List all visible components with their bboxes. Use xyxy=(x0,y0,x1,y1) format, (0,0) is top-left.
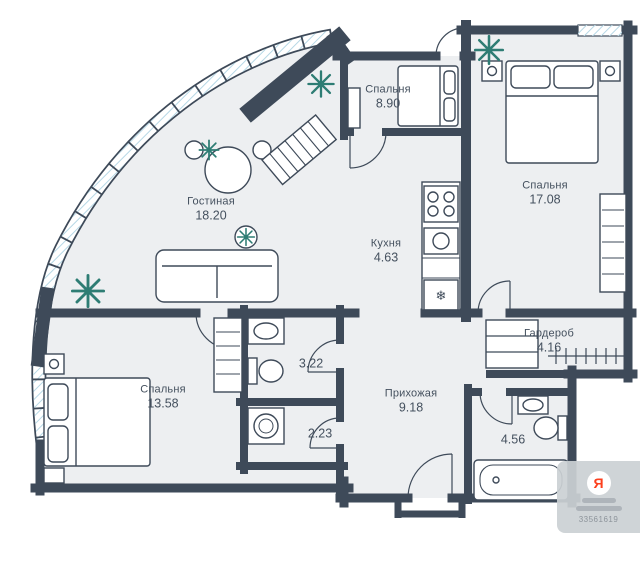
door-swing xyxy=(349,131,387,169)
nightstand xyxy=(43,353,65,375)
fridge xyxy=(423,279,459,311)
door-swing xyxy=(307,339,341,373)
door-swing xyxy=(477,280,511,314)
pillow xyxy=(510,65,551,89)
bathroom-sink xyxy=(253,322,279,340)
watermark-number: 33561619 xyxy=(578,514,619,524)
sofa-cushions xyxy=(162,265,272,298)
lamp-icon xyxy=(48,358,60,370)
plant-icon xyxy=(236,227,256,247)
watermark: Я 33561619 xyxy=(557,461,640,533)
wall-segment-diagonal xyxy=(239,26,351,123)
burner-icon xyxy=(427,191,439,203)
dresser xyxy=(347,87,361,129)
toilet xyxy=(533,416,559,440)
burner-icon xyxy=(443,191,455,203)
washer-drum-inner xyxy=(258,418,274,434)
wardrobe-shelves xyxy=(485,319,539,369)
hall-closet xyxy=(261,114,338,186)
toilet-room-fixtures xyxy=(247,407,285,445)
plant-icon xyxy=(70,273,106,309)
kitchen-counter xyxy=(421,181,461,311)
bedroom-right-furniture xyxy=(481,60,627,293)
toilet-tank xyxy=(557,415,568,441)
plant-icon xyxy=(198,139,220,161)
window-glass xyxy=(578,25,622,36)
pillow xyxy=(47,425,69,463)
nightstand xyxy=(43,467,65,484)
hanger-ticks xyxy=(555,348,617,364)
window-band xyxy=(31,28,334,453)
walls-interior xyxy=(35,48,637,504)
snowflake-icon: ❄ xyxy=(436,289,447,304)
shelf-lines xyxy=(216,331,240,375)
wall-segment xyxy=(30,286,55,368)
pillow xyxy=(47,383,69,421)
bedroom-top-furniture xyxy=(347,65,459,129)
wardrobe-cabinet xyxy=(599,193,627,293)
closet xyxy=(213,317,243,393)
plant-icon xyxy=(473,34,505,66)
shelf-lines xyxy=(602,209,624,275)
bathroom-sink xyxy=(522,398,544,412)
shelf-lines xyxy=(486,335,538,353)
pillow xyxy=(553,65,594,89)
burner-icon xyxy=(427,205,439,217)
single-bed xyxy=(397,65,459,127)
sink-basin xyxy=(432,232,450,250)
bedroom-left-furniture xyxy=(43,317,243,484)
entrance-door-swing xyxy=(407,453,453,499)
double-bed xyxy=(43,377,151,467)
stove xyxy=(423,185,459,223)
lamp-icon xyxy=(604,65,616,77)
burner-icon xyxy=(443,205,455,217)
drain-icon xyxy=(492,476,500,484)
door-swing xyxy=(479,391,513,425)
watermark-blurred-text-bar xyxy=(575,505,622,511)
plant-icon xyxy=(307,70,335,98)
washer-drum xyxy=(253,413,279,439)
door-swing xyxy=(309,417,341,449)
counter-line xyxy=(422,257,460,279)
nightstand xyxy=(481,60,503,82)
pillow xyxy=(443,70,456,95)
chair xyxy=(252,140,272,160)
wardrobe-fittings xyxy=(485,319,624,369)
nightstand xyxy=(599,60,621,82)
door-swing xyxy=(435,27,465,57)
lamp-icon xyxy=(486,65,498,77)
watermark-logo: Я xyxy=(586,470,611,495)
toilet-tank xyxy=(247,357,258,385)
toilet xyxy=(258,359,284,383)
dining-table xyxy=(204,146,252,194)
window-segment xyxy=(577,24,623,37)
kitchen-furniture: ❄ xyxy=(421,181,461,311)
kitchen-sink xyxy=(423,227,459,255)
pillow xyxy=(443,97,456,122)
closet-lines xyxy=(269,121,329,179)
window-band-glass xyxy=(33,30,333,453)
watermark-blurred-text-bar xyxy=(581,497,616,503)
entrance-landing xyxy=(394,502,466,518)
bathroom-1-fixtures xyxy=(247,317,285,385)
living-room-furniture xyxy=(155,140,279,303)
